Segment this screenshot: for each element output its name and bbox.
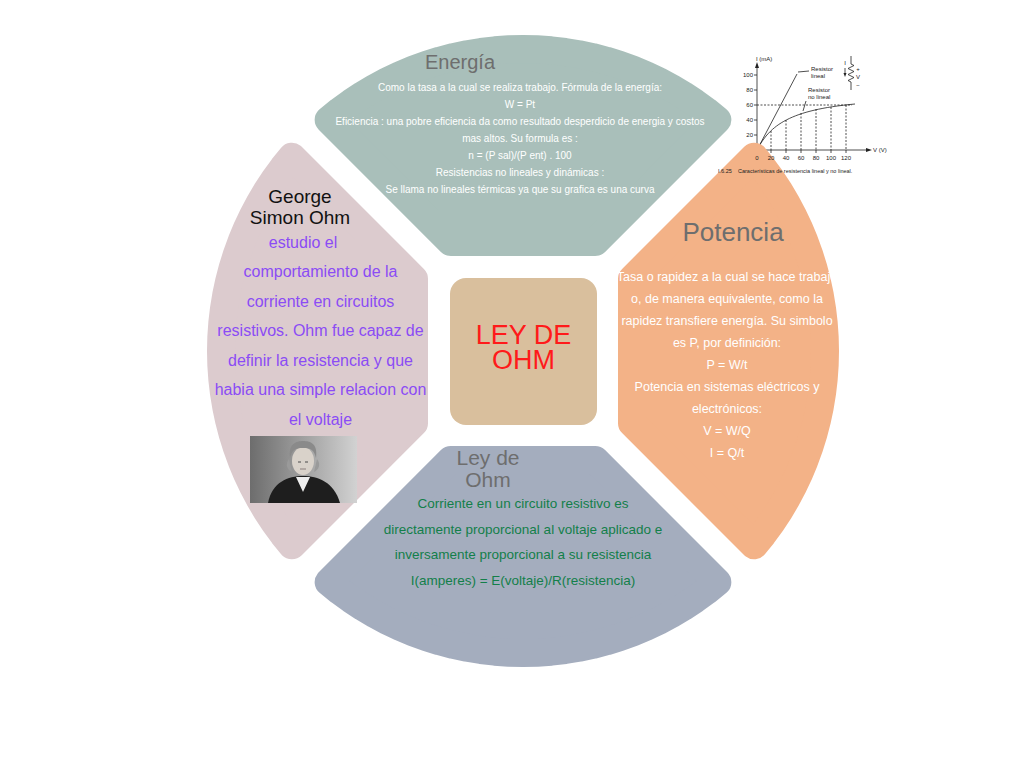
graph-label: 120 <box>841 155 851 162</box>
graph-label: 100 <box>743 72 753 79</box>
panel-body: Tasa o rapidez a la cual se hace trabajo… <box>616 266 838 354</box>
panel-body: Eficiencia : una pobre eficiencia da com… <box>330 113 710 147</box>
figure-caption: I.6.25 <box>718 168 732 175</box>
panel-body: I(amperes) = E(voltaje)/R(resistencia) <box>358 568 688 594</box>
heading-wrap: Ley de Ohm <box>438 447 538 491</box>
graph-label: I (mA) <box>756 56 772 63</box>
panel-body: P = W/t <box>616 354 838 376</box>
heading-wrap: LEY DE OHM <box>469 323 579 373</box>
petal-outline <box>221 157 414 546</box>
graph-label: V <box>856 74 860 81</box>
wrap-spacer <box>358 491 388 511</box>
panel-body: Resistencias no lineales y dinámicas : <box>330 164 710 181</box>
graph-label: + <box>856 66 860 73</box>
panel-body: W = Pt <box>330 96 710 113</box>
graph-label: Resistor no lineal <box>808 87 838 100</box>
graph-label: 40 <box>783 155 790 162</box>
body-wrap: Tasa o rapidez a la cual se hace trabajo… <box>616 266 838 464</box>
graph-label: 100 <box>826 155 836 162</box>
panel-heading: Energía <box>400 50 520 74</box>
heading-wrap: Energía <box>400 50 520 74</box>
graph-label: 80 <box>746 87 753 94</box>
graph-label: 60 <box>746 102 753 109</box>
body-wrap: Corriente en un circuito resistivo es di… <box>358 491 688 593</box>
graph-label: 0 <box>755 155 758 162</box>
figure-caption: Características de resistencia lineal y … <box>738 168 852 175</box>
petal-outline <box>329 49 718 242</box>
graph-label: 80 <box>813 155 820 162</box>
petal-outline <box>329 460 718 653</box>
center-title: LEY DE OHM <box>469 323 579 373</box>
panel-body: Como la tasa a la cual se realiza trabaj… <box>330 79 710 96</box>
graph-label: I <box>844 60 846 67</box>
panel-heading: Ley de Ohm <box>438 447 538 491</box>
graph-label: 20 <box>768 155 775 162</box>
panel-body: Se llama no lineales térmicas ya que su … <box>330 181 710 198</box>
ohm-law-panel: Ley de OhmCorriente en un circuito resis… <box>314 446 732 667</box>
heading-wrap: George Simon Ohm <box>243 186 358 228</box>
graph-label: 20 <box>746 132 753 139</box>
panel-body: Corriente en un circuito resistivo es di… <box>358 491 688 568</box>
panel-body: Potencia en sistemas eléctricos y electr… <box>616 376 838 420</box>
body-wrap: Como la tasa a la cual se realiza trabaj… <box>330 79 710 198</box>
panel-heading: Potencia <box>663 216 803 248</box>
graph-label: V (V) <box>873 147 887 154</box>
panel-body: V = W/Q <box>616 420 838 442</box>
wrap-spacer <box>658 491 688 511</box>
person-name: George Simon Ohm <box>243 186 358 228</box>
graph-label: − <box>856 82 860 89</box>
wrap-spacer <box>358 228 428 248</box>
petal-outline <box>632 157 825 546</box>
body-wrap: estudio el comportamiento de la corrient… <box>213 228 428 435</box>
heading-wrap: Potencia <box>663 216 803 248</box>
panel-body: estudio el comportamiento de la corrient… <box>213 228 428 435</box>
graph-label: Resistor lineal <box>811 66 839 79</box>
graph-label: 40 <box>746 117 753 124</box>
graph-label: 60 <box>798 155 805 162</box>
panel-body: I = Q/t <box>616 442 838 464</box>
panel-body: n = (P sal)/(P ent) . 100 <box>330 147 710 164</box>
wrap-spacer <box>213 228 248 248</box>
center-title-box: LEY DE OHM <box>450 278 597 425</box>
